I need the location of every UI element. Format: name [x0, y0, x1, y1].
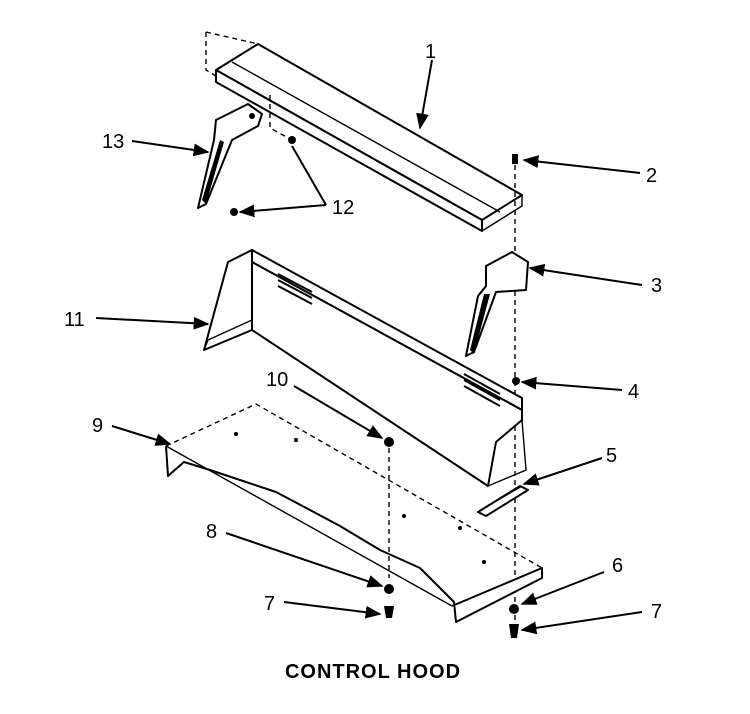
part-7-screw-right [509, 624, 519, 638]
callout-4: 4 [628, 381, 639, 403]
part-13-left-bracket [197, 103, 263, 209]
part-6-nut [509, 604, 519, 614]
callout-5: 5 [606, 445, 617, 467]
alignment-line-left-2 [205, 31, 259, 45]
part-1-top-trim [215, 43, 523, 232]
part-9-base-plate [165, 403, 543, 623]
callout-7-left: 7 [264, 593, 275, 615]
vent-slots-right [463, 373, 501, 407]
part-10-grommet [384, 437, 394, 447]
callout-11: 11 [64, 309, 85, 331]
callout-7-right: 7 [651, 601, 662, 623]
callout-6: 6 [612, 555, 623, 577]
part-3-right-bracket [465, 251, 529, 357]
callout-1: 1 [425, 41, 436, 63]
vent-slots-left [277, 273, 313, 305]
callout-3: 3 [651, 275, 662, 297]
diagram-caption: CONTROL HOOD [285, 661, 461, 683]
part-2-screw [512, 154, 518, 164]
alignment-line-left [205, 32, 217, 77]
callout-12: 12 [332, 197, 354, 219]
part-5-clip [477, 485, 529, 517]
part-12-screw-b [230, 208, 238, 216]
leader-lines [95, 59, 643, 635]
callout-13: 13 [102, 131, 124, 153]
part-11-control-panel [203, 249, 527, 487]
callout-8: 8 [206, 521, 217, 543]
part-8-washer [384, 584, 394, 594]
alignment-line-center [269, 95, 293, 141]
part-4-nut [512, 377, 520, 385]
callout-9: 9 [92, 415, 103, 437]
part-7-screw-left [384, 606, 394, 618]
callout-10: 10 [266, 369, 288, 391]
callout-2: 2 [646, 165, 657, 187]
part-12-screw-a [288, 136, 296, 144]
